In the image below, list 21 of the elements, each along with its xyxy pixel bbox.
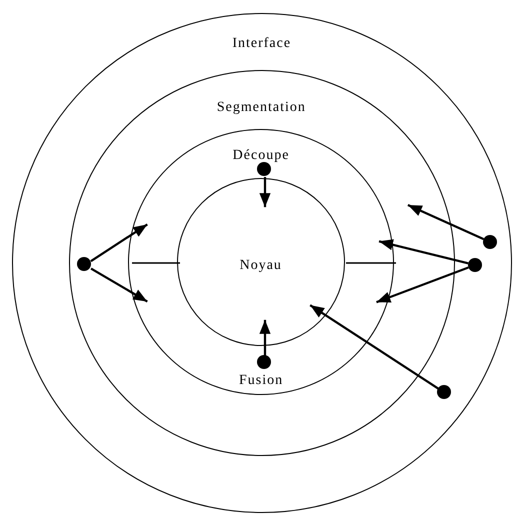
arrow bbox=[90, 224, 148, 262]
dot-marker bbox=[482, 234, 497, 249]
dot-marker bbox=[257, 162, 272, 176]
dot-marker bbox=[468, 258, 482, 272]
arrow bbox=[407, 204, 484, 240]
ring-label: Fusion bbox=[239, 373, 284, 390]
ring-label: Découpe bbox=[232, 148, 290, 164]
core-label: Noyau bbox=[240, 258, 282, 274]
ring-label: Segmentation bbox=[216, 100, 306, 116]
dot-marker bbox=[77, 257, 92, 272]
arrow bbox=[376, 266, 469, 304]
outer-ring bbox=[12, 13, 512, 513]
middle-ring bbox=[68, 70, 455, 456]
ring-label: Interface bbox=[232, 36, 292, 52]
arrow bbox=[310, 304, 440, 390]
core-circle bbox=[177, 178, 346, 346]
arrow bbox=[90, 268, 148, 303]
arrow bbox=[378, 239, 468, 264]
dot-marker bbox=[257, 355, 272, 370]
dot-marker bbox=[437, 385, 452, 400]
inner-ring bbox=[128, 129, 394, 396]
